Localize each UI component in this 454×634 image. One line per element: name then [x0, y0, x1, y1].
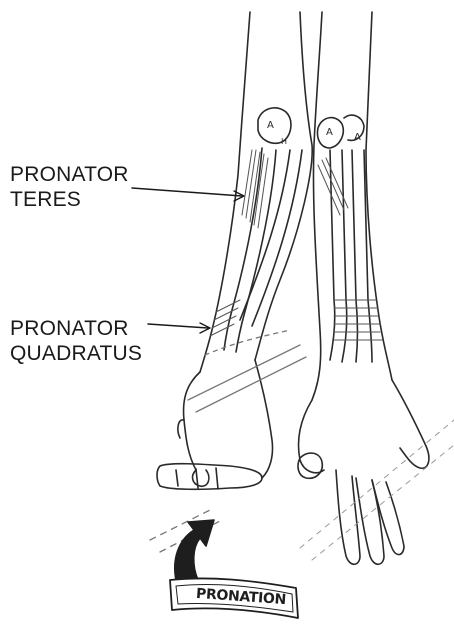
pronator-quadratus-label-line1: PRONATOR — [10, 316, 142, 341]
teres-pointer-arrow — [132, 188, 244, 201]
forearm-muscle-hatching — [318, 158, 382, 340]
pronation-rotation-arrow — [175, 520, 214, 580]
pronator-teres-muscle — [242, 150, 268, 228]
pronator-quadratus-label: PRONATOR QUADRATUS — [10, 316, 142, 366]
rod — [150, 330, 306, 552]
left-forearm: A H — [157, 12, 312, 489]
quadratus-pointer-arrow — [148, 323, 210, 333]
svg-text:H: H — [281, 137, 287, 146]
svg-text:A: A — [326, 127, 333, 138]
motion-guide-lines — [300, 420, 454, 560]
svg-text:A: A — [267, 120, 274, 131]
pronator-quadratus-label-line2: QUADRATUS — [10, 341, 142, 366]
pronator-teres-label-line2: TERES — [10, 187, 129, 212]
pronator-teres-label-line1: PRONATOR — [10, 162, 129, 187]
pronator-teres-label: PRONATOR TERES — [10, 162, 129, 212]
